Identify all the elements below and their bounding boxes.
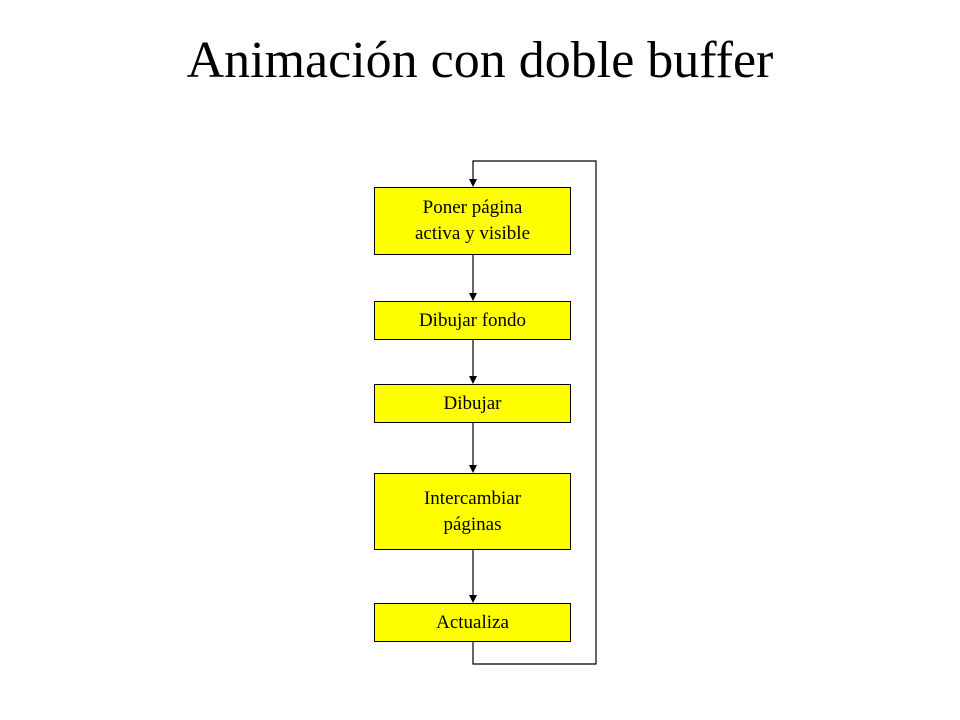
node-dibujar: Dibujar	[374, 384, 571, 423]
node-actualiza: Actualiza	[374, 603, 571, 642]
node-label: Dibujar	[443, 392, 502, 414]
node-label: Poner página activa y visible	[414, 197, 531, 244]
node-label: Actualiza	[436, 611, 509, 633]
loop-back-arrow	[469, 160, 597, 665]
node-poner-pagina: Poner página activa y visible	[374, 187, 571, 255]
slide-title: Animación con doble buffer	[186, 32, 774, 89]
node-label: Dibujar fondo	[418, 309, 527, 331]
node-label: Intercambiar páginas	[423, 487, 522, 535]
node-dibujar-fondo: Dibujar fondo	[374, 301, 571, 340]
node-intercambiar-paginas: Intercambiar páginas	[374, 473, 571, 550]
